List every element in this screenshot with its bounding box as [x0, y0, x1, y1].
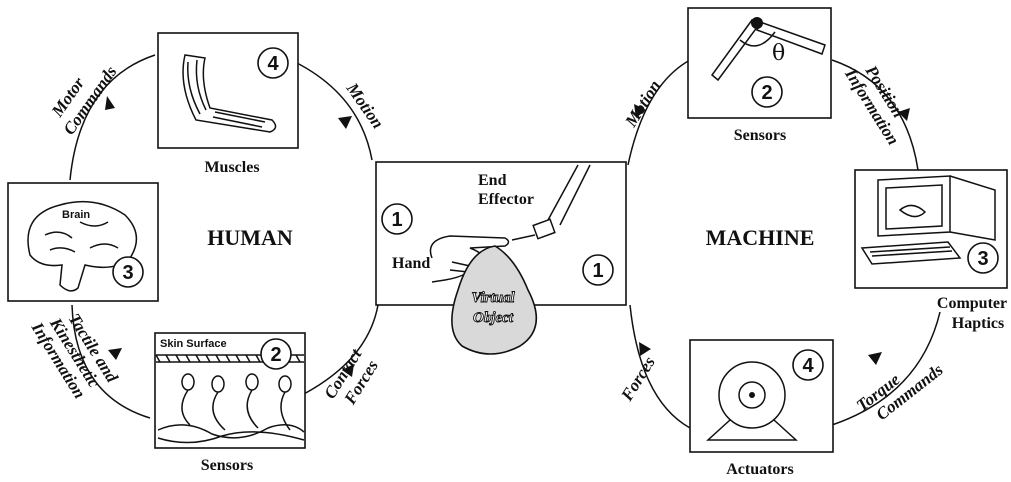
muscle-arm-icon	[182, 54, 277, 133]
joint-sensors-caption: Sensors	[734, 127, 786, 144]
virtual-object-label-2: Object	[473, 310, 514, 326]
hand-label: Hand	[392, 255, 430, 272]
position-information-label: Position Information	[841, 61, 909, 148]
arc-muscles-to-interface	[294, 61, 373, 161]
theta-label: θ	[772, 41, 785, 66]
brain-number: 3	[122, 262, 133, 284]
motion-label-machine: Motion	[621, 77, 665, 131]
torque-commands-label: Torque Commands	[853, 360, 947, 424]
arc-sensors-to-computer	[831, 59, 919, 171]
muscles-panel: 4	[157, 32, 299, 149]
interface-number-left: 1	[391, 209, 402, 231]
skin-receptors-icon	[157, 373, 305, 444]
interface-number-right: 1	[592, 260, 603, 282]
brain-label: Brain	[62, 209, 90, 221]
arc-skin-to-brain	[71, 304, 151, 419]
interface-panel: 1 1 End Effector Hand Virtual Object	[375, 161, 627, 355]
computer-number: 3	[977, 248, 988, 270]
forces-label: Forces	[617, 353, 659, 405]
arrow-motion-human	[338, 116, 352, 129]
muscles-caption: Muscles	[204, 159, 259, 176]
human-title: HUMAN	[207, 225, 293, 250]
joint-sensors-number: 2	[761, 82, 772, 104]
arrow-torque-commands	[868, 352, 882, 365]
arc-interface-to-sensors	[627, 59, 691, 166]
motor-icon	[706, 361, 798, 441]
computer-caption-1: Computer	[937, 295, 1007, 312]
virtual-object-label-1: Virtual	[471, 290, 515, 306]
arc-computer-to-actuators	[831, 311, 941, 426]
joint-angle-icon	[710, 17, 826, 82]
arrow-motor-commands	[105, 96, 115, 110]
arrow-motion-machine	[634, 104, 646, 118]
actuators-number: 4	[802, 355, 814, 377]
end-effector-label-2: Effector	[478, 191, 534, 208]
motor-commands-label: Motor Commands	[47, 62, 121, 138]
machine-loop: MACHINE θ 2 Sensors	[617, 7, 1008, 478]
arc-actuators-to-interface	[629, 304, 691, 429]
arc-brain-to-muscles	[69, 54, 156, 181]
actuators-caption: Actuators	[726, 461, 794, 478]
tactile-information-label: Tactile and Kinesthetic Information	[27, 310, 122, 402]
skin-number: 2	[270, 344, 281, 366]
skin-surface-label: Skin Surface	[160, 338, 227, 350]
arrow-tactile-info	[108, 348, 122, 360]
arrow-position-info	[898, 108, 910, 121]
muscles-number: 4	[267, 53, 279, 75]
arrow-forces	[639, 342, 651, 356]
actuators-panel: 4	[689, 339, 834, 453]
arc-interface-to-skin	[301, 304, 379, 396]
computer-icon	[860, 175, 996, 265]
human-loop: HUMAN 4 Muscles Brain 3	[7, 32, 388, 474]
computer-caption-2: Haptics	[952, 315, 1004, 332]
computer-panel: 3	[854, 169, 1008, 289]
machine-title: MACHINE	[706, 225, 815, 250]
virtual-object-icon	[451, 245, 538, 355]
skin-caption: Sensors	[201, 457, 253, 474]
brain-panel: Brain 3	[7, 182, 159, 302]
robot-arm-icon	[511, 164, 591, 241]
end-effector-label-1: End	[478, 172, 507, 189]
contact-forces-label: Contact Forces	[320, 345, 382, 409]
arrow-contact-forces	[342, 364, 354, 377]
skin-sensors-panel: Skin Surface 2	[154, 332, 306, 449]
joint-sensors-panel: θ 2	[687, 7, 832, 119]
